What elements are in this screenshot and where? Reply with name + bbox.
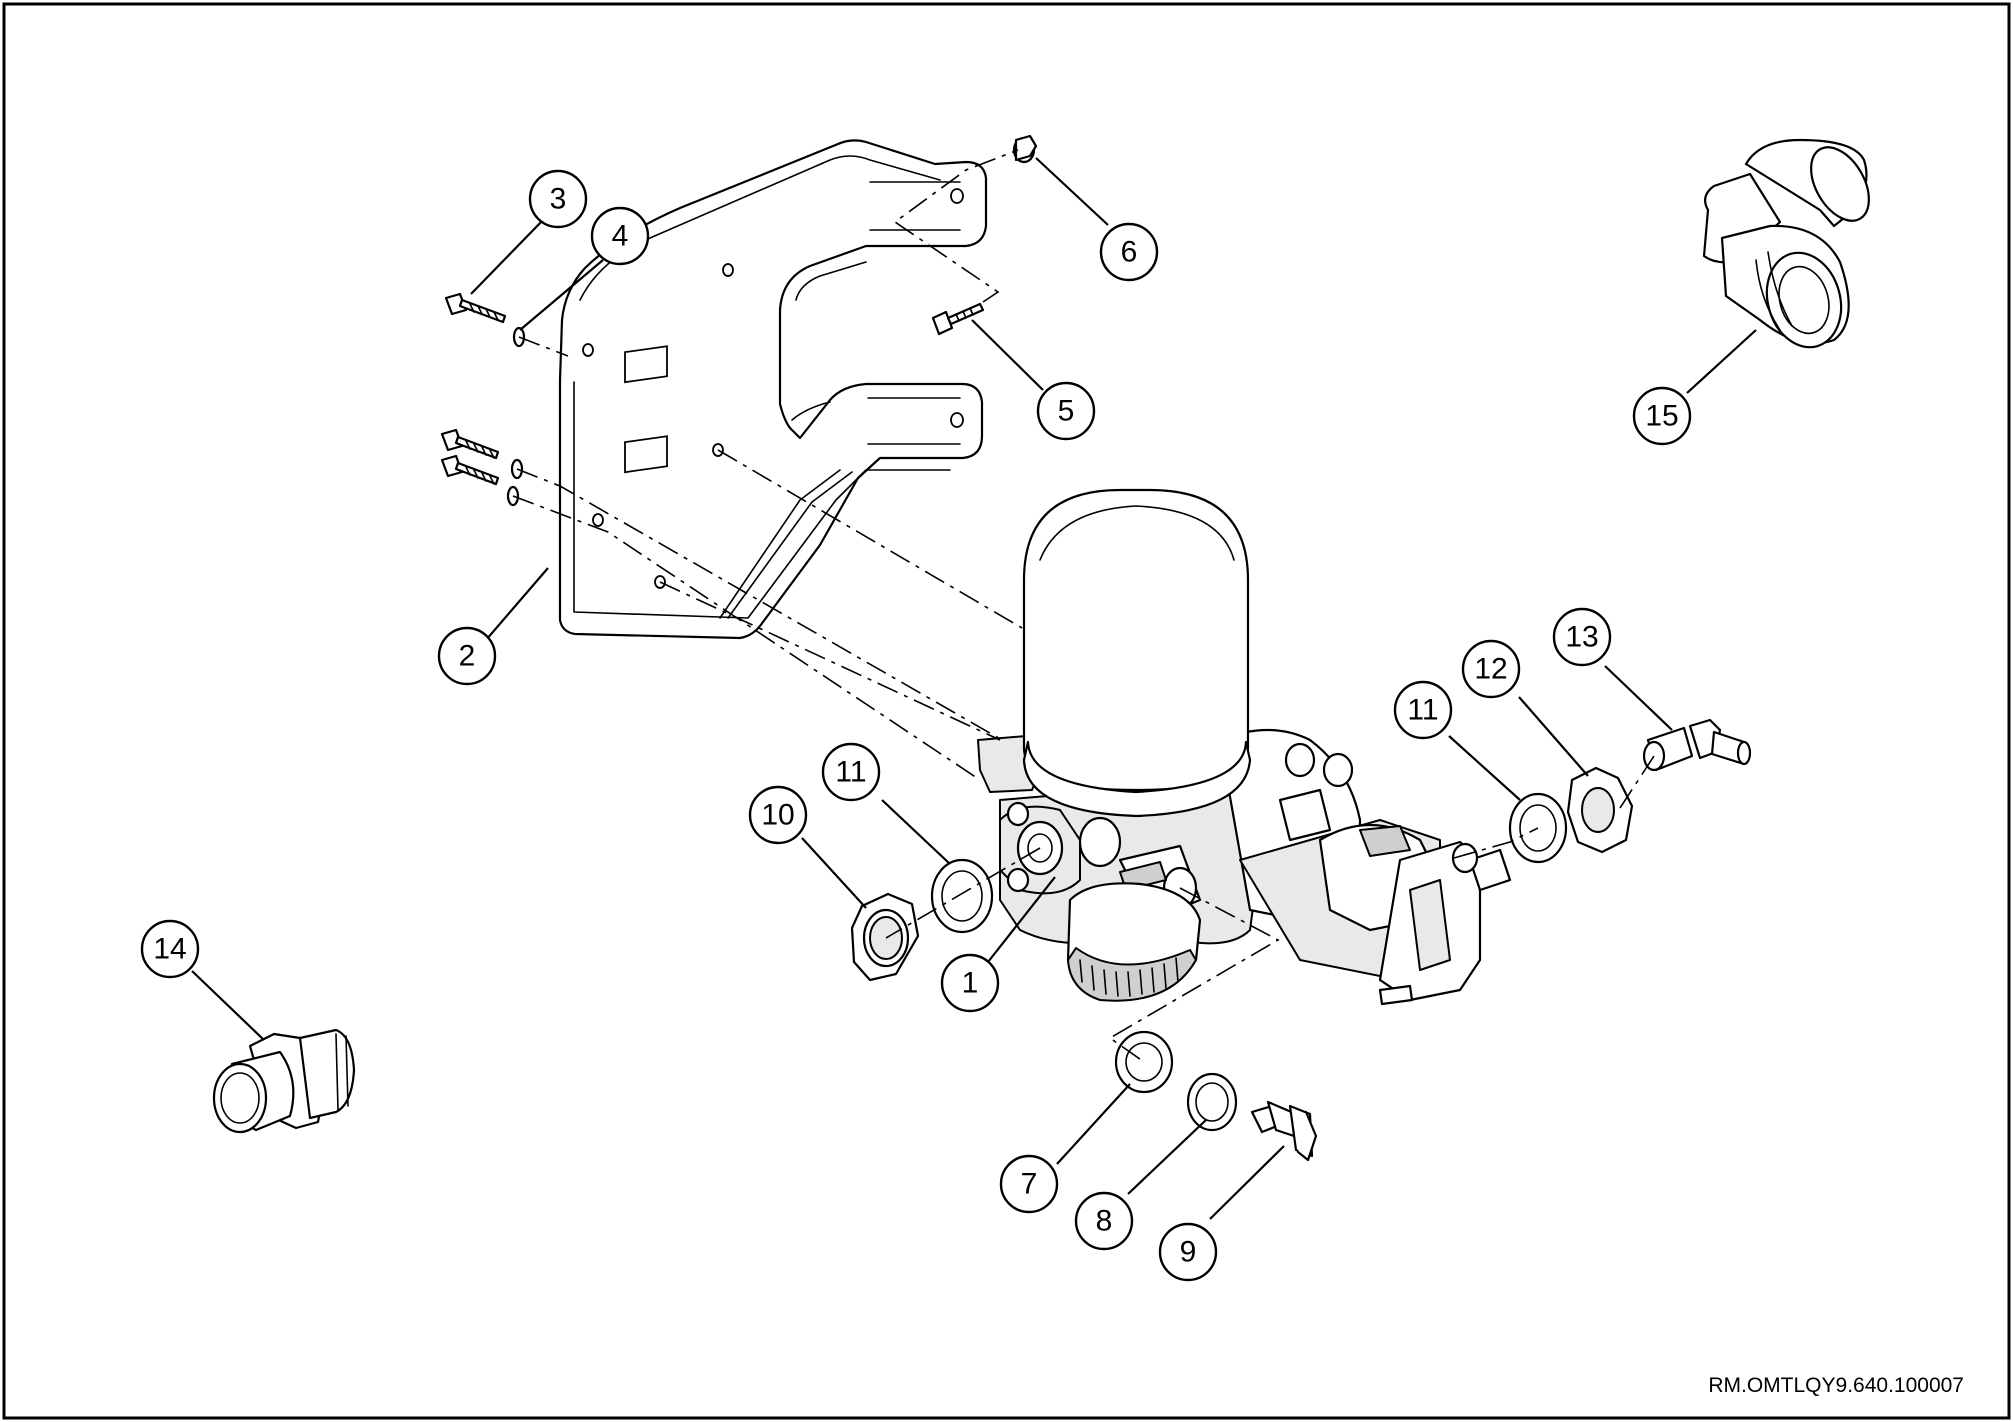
- callout-11-right: 11: [1393, 680, 1453, 740]
- sealing-ring-left: [930, 858, 994, 934]
- svg-text:11: 11: [1407, 694, 1438, 727]
- callout-8: 8: [1074, 1191, 1134, 1251]
- reference-code: RM.OMTLQY9.640.100007: [1708, 1374, 1964, 1397]
- svg-text:11: 11: [835, 756, 866, 789]
- callout-11-left: 11: [821, 742, 881, 802]
- bolt-long-middle: [440, 428, 524, 480]
- callouts: 1 2 3 4 5 6 7 8: [140, 169, 1692, 1282]
- svg-text:1: 1: [962, 967, 979, 1000]
- hex-nut-left: [850, 892, 920, 982]
- mounting-bracket: [558, 139, 988, 640]
- svg-text:13: 13: [1565, 621, 1598, 654]
- callout-12: 12: [1461, 639, 1521, 699]
- pressure-sensor: [1702, 138, 1870, 349]
- svg-text:2: 2: [459, 640, 476, 673]
- assembly-lines: [512, 149, 1655, 1063]
- svg-text:7: 7: [1021, 1168, 1038, 1201]
- bolt-long-bottom: [440, 454, 520, 507]
- callout-6: 6: [1099, 222, 1159, 282]
- callout-5: 5: [1036, 381, 1096, 441]
- callout-14: 14: [140, 919, 200, 979]
- svg-text:5: 5: [1058, 395, 1075, 428]
- callout-9: 9: [1158, 1222, 1218, 1282]
- callout-13: 13: [1552, 607, 1612, 667]
- callout-1: 1: [940, 953, 1000, 1013]
- callout-15: 15: [1632, 386, 1692, 446]
- seal-bottom: [1186, 1072, 1238, 1132]
- air-dryer-assembly: [977, 488, 1512, 1006]
- washer-bottom: [1114, 1030, 1174, 1094]
- hex-nut-right: [1566, 766, 1634, 854]
- hex-adapter-fitting: [212, 1028, 356, 1134]
- svg-text:9: 9: [1180, 1236, 1197, 1269]
- bolt-short: [931, 302, 985, 336]
- svg-text:12: 12: [1474, 653, 1507, 686]
- leader-lines: [191, 157, 1757, 1220]
- svg-text:14: 14: [153, 933, 186, 966]
- bolt-long-top: [444, 292, 507, 324]
- elbow-fitting: [1642, 718, 1752, 772]
- svg-text:10: 10: [761, 799, 794, 832]
- svg-text:3: 3: [550, 183, 567, 216]
- svg-text:6: 6: [1121, 236, 1138, 269]
- threaded-fitting-bottom: [1250, 1100, 1318, 1162]
- callout-4: 4: [590, 206, 650, 266]
- svg-text:8: 8: [1096, 1205, 1113, 1238]
- svg-text:4: 4: [612, 220, 629, 253]
- callout-2: 2: [437, 626, 497, 686]
- svg-text:15: 15: [1645, 400, 1678, 433]
- callout-10: 10: [748, 785, 808, 845]
- flange-nut: [1012, 134, 1038, 164]
- callout-3: 3: [528, 169, 588, 229]
- callout-7: 7: [999, 1154, 1059, 1214]
